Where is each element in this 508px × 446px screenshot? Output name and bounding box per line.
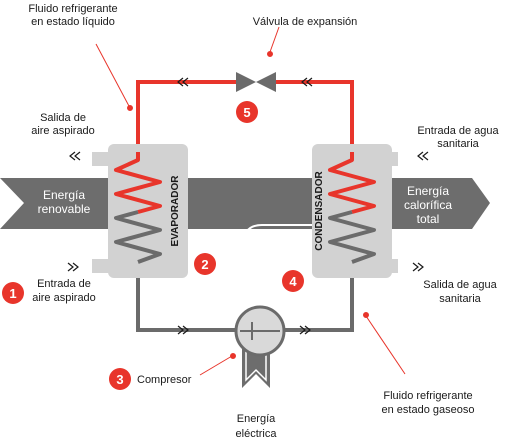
marker-1: 1 xyxy=(2,282,24,304)
evaporator-unit: EVAPORADOR xyxy=(92,144,188,278)
svg-text:4: 4 xyxy=(289,274,297,289)
condenser-unit: CONDENSADOR xyxy=(312,144,398,278)
label-compressor: Compresor xyxy=(137,374,192,386)
svg-text:Entrada de: Entrada de xyxy=(37,278,91,290)
gas-pipe-right xyxy=(284,262,354,332)
marker-4: 4 xyxy=(282,270,304,292)
svg-text:sanitaria: sanitaria xyxy=(439,293,481,305)
svg-text:renovable: renovable xyxy=(38,202,91,216)
svg-text:Salida de agua: Salida de agua xyxy=(423,279,497,291)
gas-pipe xyxy=(136,262,236,332)
valve-icon xyxy=(236,72,276,92)
svg-text:Energía: Energía xyxy=(43,188,85,202)
condenser-coil-gray xyxy=(328,210,376,264)
leader-lines xyxy=(95,26,406,376)
label-air-out: Salida de aire aspirado xyxy=(31,112,95,137)
label-liquid-refrigerant: Fluido refrigerante en estado líquido xyxy=(28,3,117,28)
label-water-out: Salida de agua sanitaria xyxy=(423,279,497,305)
svg-text:Salida de: Salida de xyxy=(40,112,86,124)
svg-text:aire aspirado: aire aspirado xyxy=(31,125,95,137)
svg-text:5: 5 xyxy=(243,105,250,120)
svg-text:aire aspirado: aire aspirado xyxy=(32,292,96,304)
evaporator-label: EVAPORADOR xyxy=(170,175,181,247)
condenser-coil-red xyxy=(328,152,376,214)
compressor-icon xyxy=(234,305,286,357)
label-renewable-energy: Energía renovable xyxy=(38,188,91,216)
svg-text:2: 2 xyxy=(201,257,208,272)
label-gas-refrigerant: Fluido refrigerante en estado gaseoso xyxy=(382,390,475,416)
liquid-pipe-right xyxy=(276,80,354,152)
svg-text:Fluido refrigerante: Fluido refrigerante xyxy=(28,3,117,15)
marker-2: 2 xyxy=(194,253,216,275)
marker-3: 3 xyxy=(109,368,131,390)
label-expansion-valve: Válvula de expansión xyxy=(253,16,358,28)
svg-text:1: 1 xyxy=(9,286,16,301)
double-chevron-left-icon xyxy=(69,77,429,161)
label-heat-energy: Energía calorífica total xyxy=(404,184,452,226)
svg-text:Energía: Energía xyxy=(407,184,449,198)
liquid-pipe xyxy=(136,80,236,152)
label-electric-energy: Energía eléctrica xyxy=(236,413,278,440)
svg-text:eléctrica: eléctrica xyxy=(236,428,278,440)
electric-return-line xyxy=(243,224,320,300)
svg-text:3: 3 xyxy=(116,372,123,387)
condenser-label: CONDENSADOR xyxy=(314,171,325,251)
svg-text:sanitaria: sanitaria xyxy=(437,138,479,150)
svg-text:Entrada de agua: Entrada de agua xyxy=(417,125,499,137)
svg-text:en estado líquido: en estado líquido xyxy=(31,16,115,28)
evaporator-coil-red xyxy=(114,152,162,214)
label-air-in: Entrada de aire aspirado xyxy=(32,278,96,304)
svg-text:Energía: Energía xyxy=(237,413,276,425)
electric-return-line-2 xyxy=(267,246,352,300)
evaporator-coil-gray xyxy=(114,210,162,264)
double-chevron-right-icon xyxy=(67,262,424,335)
marker-5: 5 xyxy=(236,101,258,123)
svg-text:total: total xyxy=(417,212,440,226)
svg-text:calorífica: calorífica xyxy=(404,198,452,212)
svg-text:Fluido refrigerante: Fluido refrigerante xyxy=(383,390,472,402)
label-water-in: Entrada de agua sanitaria xyxy=(417,125,499,150)
svg-text:en estado gaseoso: en estado gaseoso xyxy=(382,404,475,416)
